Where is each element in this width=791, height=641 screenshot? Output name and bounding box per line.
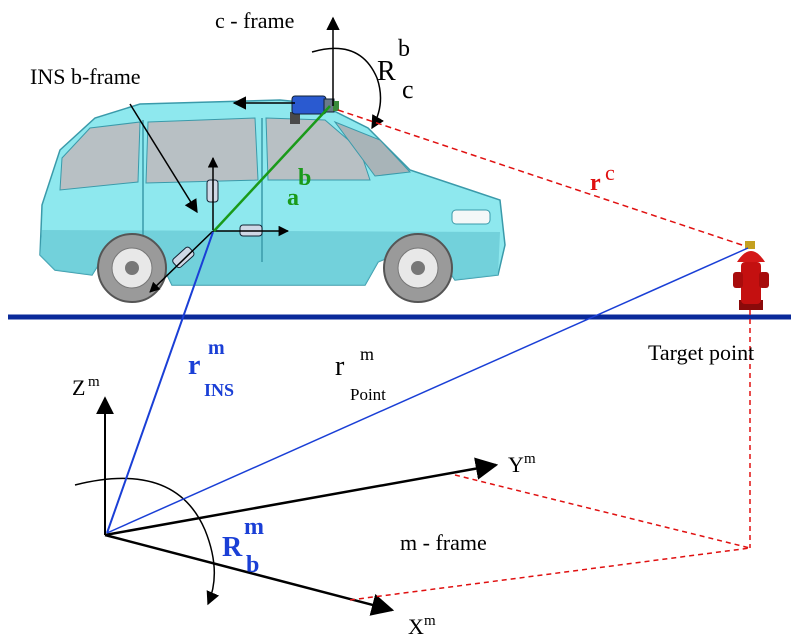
car-mid-window [145, 117, 259, 184]
svg-text:r: r [335, 351, 345, 382]
rotation-arc-c [311, 47, 384, 130]
svg-text:Point: Point [350, 385, 386, 404]
svg-text:c: c [402, 75, 414, 104]
car-illustration [39, 99, 506, 303]
vector-a-label: a [287, 185, 299, 211]
svg-text:R: R [377, 56, 396, 87]
svg-text:m: m [524, 451, 536, 467]
r-ins-vector [106, 231, 214, 534]
vector-r-c-label: r c [590, 160, 615, 196]
m-frame-label: m - frame [400, 530, 487, 555]
svg-text:m: m [208, 337, 225, 359]
fire-hydrant-icon [733, 241, 769, 310]
camera-mount [290, 112, 300, 124]
car-rear-wheel [97, 233, 167, 303]
z-axis-label: Z m [72, 374, 100, 400]
svg-text:m: m [88, 374, 100, 390]
gyro-y-icon [172, 246, 195, 269]
svg-text:m: m [244, 514, 264, 540]
car-front-wheel [383, 233, 453, 303]
car-front-window [265, 117, 371, 181]
rotation-r-b-m-label: R m b [222, 514, 264, 578]
m-frame-y-axis [104, 457, 499, 537]
y-axis-label: Y m [508, 451, 536, 477]
rotation-arc-m [74, 477, 220, 606]
target-point-label: Target point [648, 340, 754, 365]
svg-text:r: r [590, 170, 601, 196]
ins-b-frame-pointer [129, 103, 198, 214]
svg-text:m: m [360, 344, 374, 364]
ins-b-frame-label: INS b-frame [30, 64, 141, 89]
ins-b-frame-origin [149, 156, 290, 293]
r-point-vector [106, 247, 749, 534]
car-windshield [333, 120, 412, 177]
m-frame-x-axis [104, 533, 395, 616]
car-rear-window [59, 121, 141, 191]
svg-text:Y: Y [508, 452, 524, 477]
camera-target-vector [337, 109, 749, 248]
svg-text:b: b [398, 36, 410, 62]
svg-text:R: R [222, 532, 243, 563]
svg-text:r: r [188, 350, 200, 381]
svg-text:b: b [246, 552, 259, 578]
c-frame-label: c - frame [215, 8, 294, 33]
x-axis-label: X m [408, 613, 436, 639]
svg-text:Z: Z [72, 375, 85, 400]
lever-arm-vector [213, 105, 331, 232]
svg-text:c: c [605, 160, 615, 185]
svg-text:INS: INS [204, 380, 234, 400]
r-ins-label: r m INS [188, 337, 234, 400]
car-headlight [451, 209, 491, 225]
svg-text:m: m [424, 613, 436, 629]
r-point-label: r m Point [335, 344, 386, 404]
svg-text:X: X [408, 614, 424, 639]
rotation-r-c-b-label: R b c [377, 36, 414, 104]
camera-icon [291, 95, 339, 115]
vector-b-label: b [298, 165, 311, 191]
target-projection [349, 310, 751, 601]
